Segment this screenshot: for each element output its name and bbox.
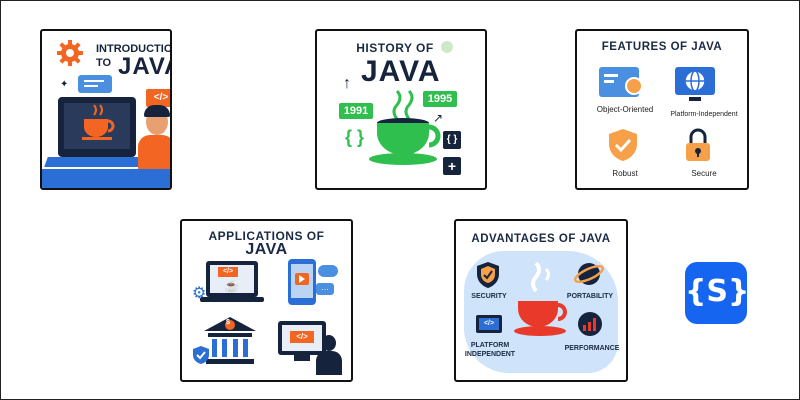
gear-small-icon: ⚙ (192, 285, 207, 302)
coin-symbol: $ (226, 319, 230, 326)
advantages-title: ADVANTAGES OF JAVA (471, 233, 611, 245)
globe-monitor-icon (675, 67, 715, 101)
arrow-up-icon: ↑ (343, 75, 351, 92)
brace-box-icon: { } (443, 131, 461, 149)
code-tag-icon: </> (218, 267, 238, 277)
intro-title-java: JAVA (118, 53, 170, 80)
year-1995-badge: 1995 (423, 91, 457, 107)
shield-check-icon (193, 346, 209, 364)
laptop-icon (206, 261, 258, 297)
applications-title-line1: APPLICATIONS OF (208, 229, 325, 243)
smartphone-icon (288, 259, 316, 305)
advantage-security: SECURITY (471, 293, 507, 300)
laptop-icon (58, 97, 136, 157)
plus-box-icon: + (443, 157, 461, 175)
card-applications-of-java[interactable]: APPLICATIONS OF JAVA </> ☕ ⚙ … $ </> (180, 219, 353, 382)
portability-planet-icon (574, 263, 604, 285)
features-title: FEATURES OF JAVA (601, 41, 723, 53)
brand-logo-text: {S} (685, 274, 750, 309)
bank-icon (204, 317, 256, 364)
feature-platform-independent: Platform-Independent (670, 111, 738, 118)
chat-bubble-icon (78, 75, 112, 93)
card-introduction-to-java[interactable]: INTRODUCTION TO JAVA ✦ </> (40, 29, 172, 190)
security-shield-icon (477, 262, 499, 288)
lock-icon (686, 128, 710, 161)
code-tag-icon: </> (146, 89, 170, 107)
gear-icon (57, 40, 83, 66)
code-tag-icon: </> (290, 331, 314, 343)
cloud-icon (318, 265, 338, 277)
object-oriented-icon (599, 67, 643, 97)
code-tag-icon: </> (479, 318, 499, 330)
coffee-cup-icon (369, 89, 441, 165)
intro-title-line2: TO (96, 57, 112, 69)
braces-icon: { } (345, 127, 365, 147)
developer-head (322, 335, 336, 351)
card-advantages-of-java[interactable]: ADVANTAGES OF JAVA SECURITY PORTABILITY … (454, 219, 628, 382)
feature-object-oriented: Object-Oriented (596, 105, 654, 114)
feature-robust: Robust (612, 169, 638, 178)
year-1991-badge: 1991 (339, 103, 373, 119)
card-features-of-java[interactable]: FEATURES OF JAVA Object-Oriented Platfor… (575, 29, 749, 190)
advantage-platform-independent: PLATFORM INDEPENDENT (464, 342, 516, 358)
shield-check-icon (609, 129, 637, 161)
desk (42, 169, 170, 188)
person-hair (144, 105, 170, 117)
intro-title-line1: INTRODUCTION (96, 43, 172, 55)
history-title-line1: HISTORY OF (356, 41, 434, 55)
arrow-up-right-icon: ↗ (433, 111, 444, 125)
monitor-stand (294, 355, 310, 361)
coffee-cup-icon (82, 104, 115, 140)
laptop-base (200, 297, 264, 302)
java-cup-icon: ☕ (224, 279, 239, 293)
developer-body (316, 351, 342, 375)
brand-logo[interactable]: {S} (685, 262, 750, 324)
chat-icon: … (316, 283, 334, 295)
decor-dot (441, 41, 453, 53)
advantage-performance: PERFORMANCE (564, 345, 620, 352)
advantage-portability: PORTABILITY (566, 293, 614, 300)
card-history-of-java[interactable]: HISTORY OF JAVA ↑ 1991 1995 ↗ { } { } + (315, 29, 487, 190)
applications-title-java: JAVA (245, 241, 288, 258)
performance-chart-icon (578, 312, 602, 336)
sparkle-icon: ✦ (60, 79, 69, 90)
feature-secure: Secure (691, 169, 717, 178)
coffee-cup-icon (514, 261, 567, 336)
history-title-java: JAVA (361, 55, 441, 88)
platform-laptop-icon: </> (476, 315, 502, 333)
